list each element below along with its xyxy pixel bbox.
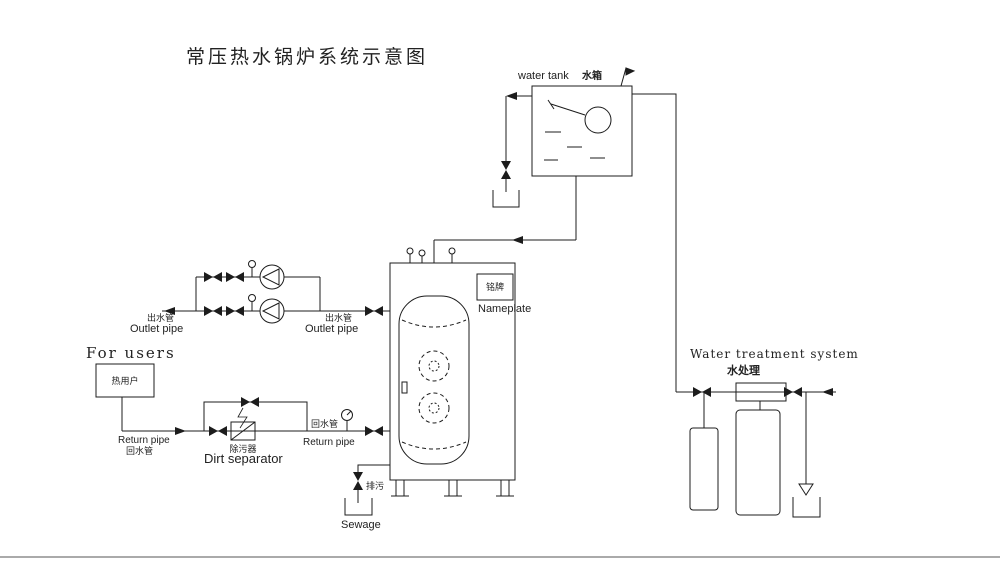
water-tank-label-en: water tank	[517, 70, 569, 82]
vent-flag-icon	[625, 67, 636, 76]
boiler-leg	[444, 480, 462, 497]
users-box	[95, 363, 155, 398]
pressure-gauge-icon	[341, 409, 353, 421]
water-treatment-label-en: Water treatment system	[690, 347, 859, 361]
treatment-to-tank-pipe	[632, 93, 677, 392]
valve-icon	[225, 271, 245, 283]
boiler-vessel	[398, 295, 470, 465]
valve-icon	[352, 471, 364, 491]
top-fitting-icon	[448, 247, 456, 255]
boiler	[389, 247, 516, 497]
flow-arrow-left-icon	[821, 387, 834, 397]
sewage-label-en: Sewage	[341, 519, 381, 531]
valve-icon	[203, 271, 223, 283]
flow-arrow-left-icon	[511, 235, 524, 245]
top-fitting-icon	[406, 247, 414, 255]
outlet-circuit	[162, 260, 390, 324]
dirt-separator-icon	[230, 421, 256, 441]
flow-arrow-right-icon	[174, 426, 187, 436]
sewage-label-zh: 排污	[366, 480, 384, 492]
boiler-leg	[391, 480, 409, 497]
boiler-leg	[496, 480, 514, 497]
valve-icon	[203, 305, 223, 317]
valve-icon	[692, 386, 712, 398]
top-fitting-icon	[418, 249, 426, 257]
nameplate-label-zh: 铭牌	[486, 281, 504, 293]
diagram-title: 常压热水锅炉系统示意图	[186, 46, 428, 68]
water-treatment-system	[676, 382, 836, 518]
gauge-icon	[248, 294, 256, 302]
return-pipe-left-label-en: Return pipe	[118, 435, 170, 446]
water-treatment-label-zh: 水处理	[727, 363, 760, 377]
valve-icon	[225, 305, 245, 317]
tank-to-boiler-pipe	[433, 176, 577, 263]
door-latch-icon	[401, 381, 408, 394]
filter-head	[735, 382, 787, 402]
valve-icon	[783, 386, 803, 398]
drain-box-icon	[492, 190, 520, 208]
vent-stem	[620, 67, 627, 87]
valve-icon	[500, 160, 512, 180]
valve-icon	[364, 305, 384, 317]
water-tank-body	[531, 85, 633, 177]
return-pipe-left-label-zh: 回水管	[126, 445, 153, 457]
float-ball-icon	[584, 106, 612, 134]
return-pipe-right-label-zh: 回水管	[311, 418, 338, 430]
burner-fan-icon	[418, 350, 450, 382]
water-tank-label-zh: 水箱	[581, 69, 602, 82]
valve-icon	[364, 425, 384, 437]
for-users-label: For users	[86, 344, 176, 362]
dirt-separator-label-zh: 除污器	[229, 443, 256, 455]
valve-icon	[240, 396, 260, 408]
treatment-tank-small	[689, 427, 719, 511]
flow-arrow-left-icon	[505, 91, 518, 101]
pump-icon	[259, 298, 285, 324]
nameplate-label-en: Nameplate	[478, 303, 531, 315]
boiler-cabinet	[389, 262, 516, 481]
burner-fan-icon	[418, 392, 450, 424]
water-tank	[531, 67, 636, 177]
nameplate-box	[476, 273, 514, 301]
users-load	[95, 363, 155, 431]
gauge-icon	[248, 260, 256, 268]
overflow-pipe	[492, 91, 532, 208]
return-pipe-right-label-en: Return pipe	[303, 437, 355, 448]
outlet-pipe-right-label-en: Outlet pipe	[305, 323, 358, 335]
dirt-separator-label-en: Dirt separator	[204, 451, 283, 466]
drain-box-icon	[344, 498, 373, 516]
funnel-icon	[798, 483, 814, 496]
return-circuit	[122, 396, 390, 441]
outlet-pipe-left-label-zh: 出水管	[147, 312, 174, 324]
sewage-drain	[344, 464, 390, 516]
drain-box-icon	[792, 497, 821, 518]
auto-drain-symbol	[237, 407, 248, 429]
outlet-pipe-right-label-zh: 出水管	[325, 312, 352, 324]
outlet-pipe-left-label-en: Outlet pipe	[130, 323, 183, 335]
pump-icon	[259, 264, 285, 290]
valve-icon	[208, 425, 228, 437]
users-box-label-zh: 热用户	[111, 375, 138, 387]
treatment-tank-large	[735, 409, 781, 516]
